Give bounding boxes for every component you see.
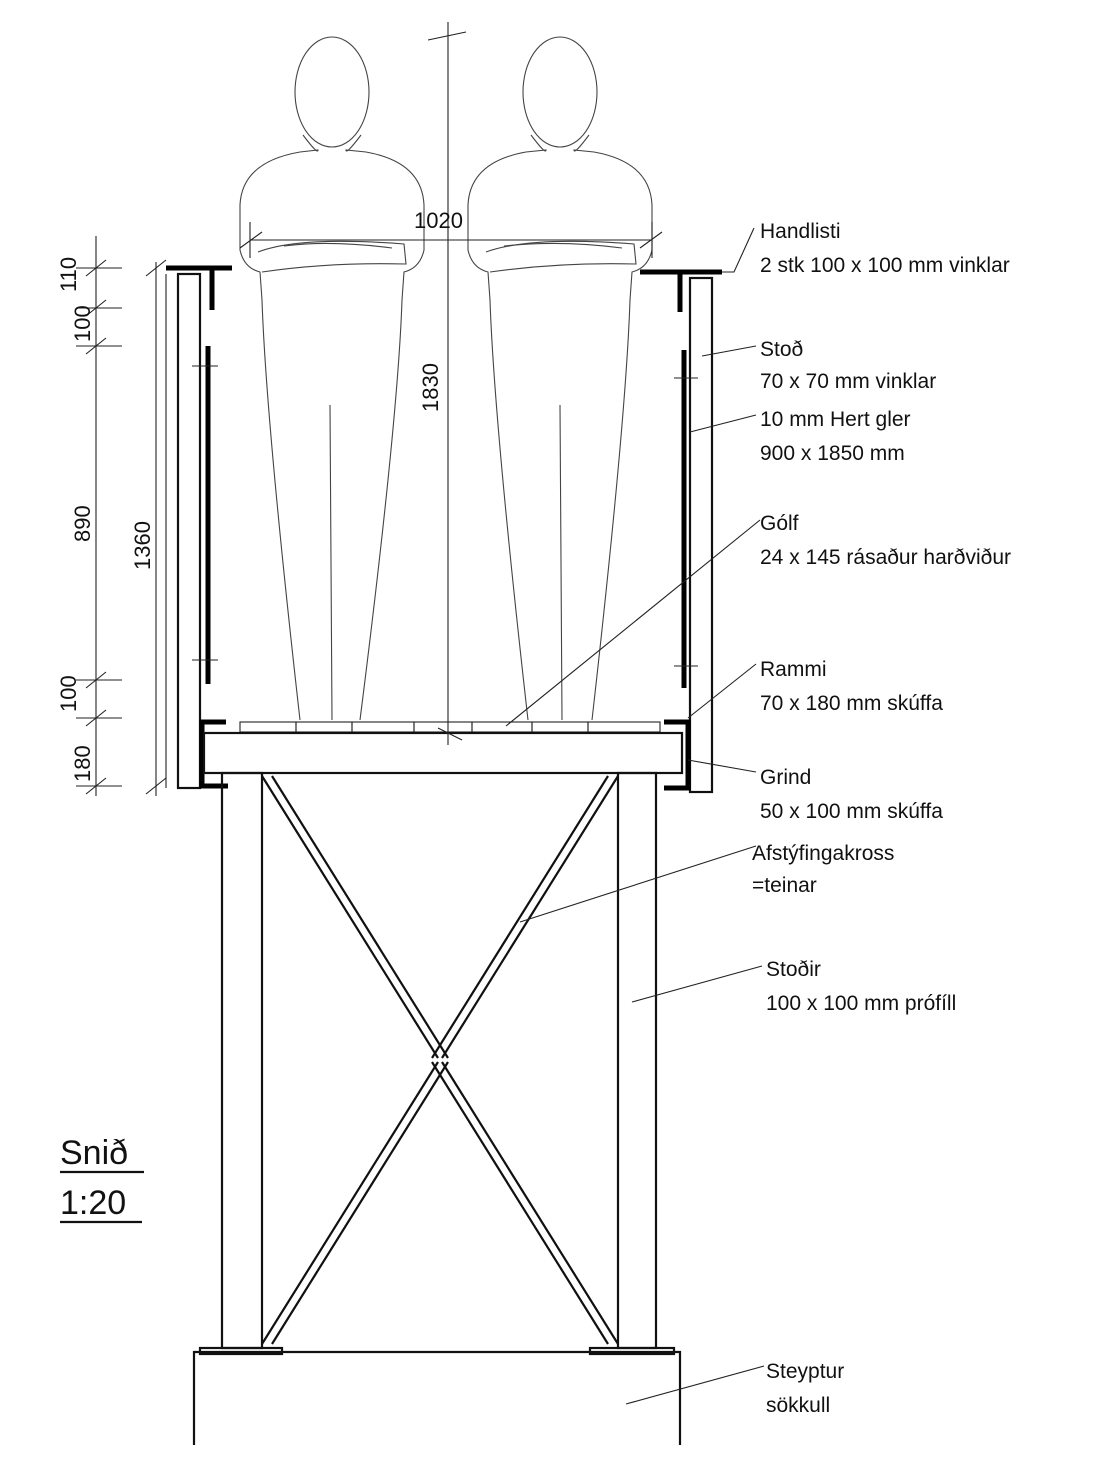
label-gler: 10 mm Hert gler	[760, 408, 911, 431]
label-stodir: Stoðir	[766, 958, 821, 981]
label-gler-detail: 900 x 1850 mm	[760, 442, 905, 465]
label-steyptur-detail: sökkull	[766, 1394, 830, 1417]
label-handlisti: Handlisti	[760, 220, 841, 243]
grid-beam	[202, 731, 684, 775]
substructure	[192, 771, 682, 1445]
label-afstyfingakross-detail: =teinar	[752, 874, 817, 897]
post-right	[688, 276, 714, 794]
label-afstyfingakross: Afstýfingakross	[752, 842, 894, 865]
support-column-right	[616, 771, 658, 1350]
label-grind: Grind	[760, 766, 811, 789]
railing-structure	[165, 265, 722, 794]
dim-height-1830: 1830	[418, 363, 443, 412]
dim-chain-100-bottom: 100	[56, 675, 81, 712]
dim-chain-180: 180	[70, 745, 95, 782]
handrail-left	[166, 265, 232, 310]
dim-chain-100-top: 100	[70, 305, 95, 342]
label-steyptur: Steyptur	[766, 1360, 844, 1383]
dim-chain-890: 890	[70, 505, 95, 542]
support-column-left	[220, 771, 264, 1350]
section-title-block: Snið 1:20	[60, 1134, 144, 1224]
label-handlisti-detail: 2 stk 100 x 100 mm vinklar	[760, 254, 1010, 277]
floor-boards	[239, 721, 661, 733]
section-title: Snið	[60, 1134, 128, 1172]
handrail-right	[640, 269, 722, 312]
frame-channel-right	[664, 719, 691, 791]
concrete-footing	[192, 1350, 682, 1445]
human-figures	[239, 36, 653, 721]
post-left	[176, 272, 202, 790]
label-stod: Stoð	[760, 338, 803, 361]
label-golf-detail: 24 x 145 rásaður harðviður	[760, 546, 1011, 569]
label-grind-detail: 50 x 100 mm skúffa	[760, 800, 943, 823]
component-labels: Handlisti 2 stk 100 x 100 mm vinklar Sto…	[752, 220, 1011, 1417]
cross-bracing	[261, 775, 619, 1345]
label-rammi: Rammi	[760, 658, 827, 681]
section-scale: 1:20	[60, 1184, 126, 1222]
label-stodir-detail: 100 x 100 mm prófíll	[766, 992, 956, 1015]
dim-rail-1360: 1360	[130, 521, 155, 570]
deck	[199, 719, 691, 791]
dim-chain-110: 110	[56, 257, 81, 292]
label-rammi-detail: 70 x 180 mm skúffa	[760, 692, 943, 715]
dim-width-1020: 1020	[414, 208, 463, 233]
frame-channel-left	[199, 719, 228, 789]
dimension-lines	[76, 22, 765, 1405]
human-figure-right	[467, 36, 653, 721]
human-figure-left	[239, 36, 425, 721]
label-golf: Gólf	[760, 512, 799, 535]
label-stod-detail: 70 x 70 mm vinklar	[760, 370, 936, 393]
